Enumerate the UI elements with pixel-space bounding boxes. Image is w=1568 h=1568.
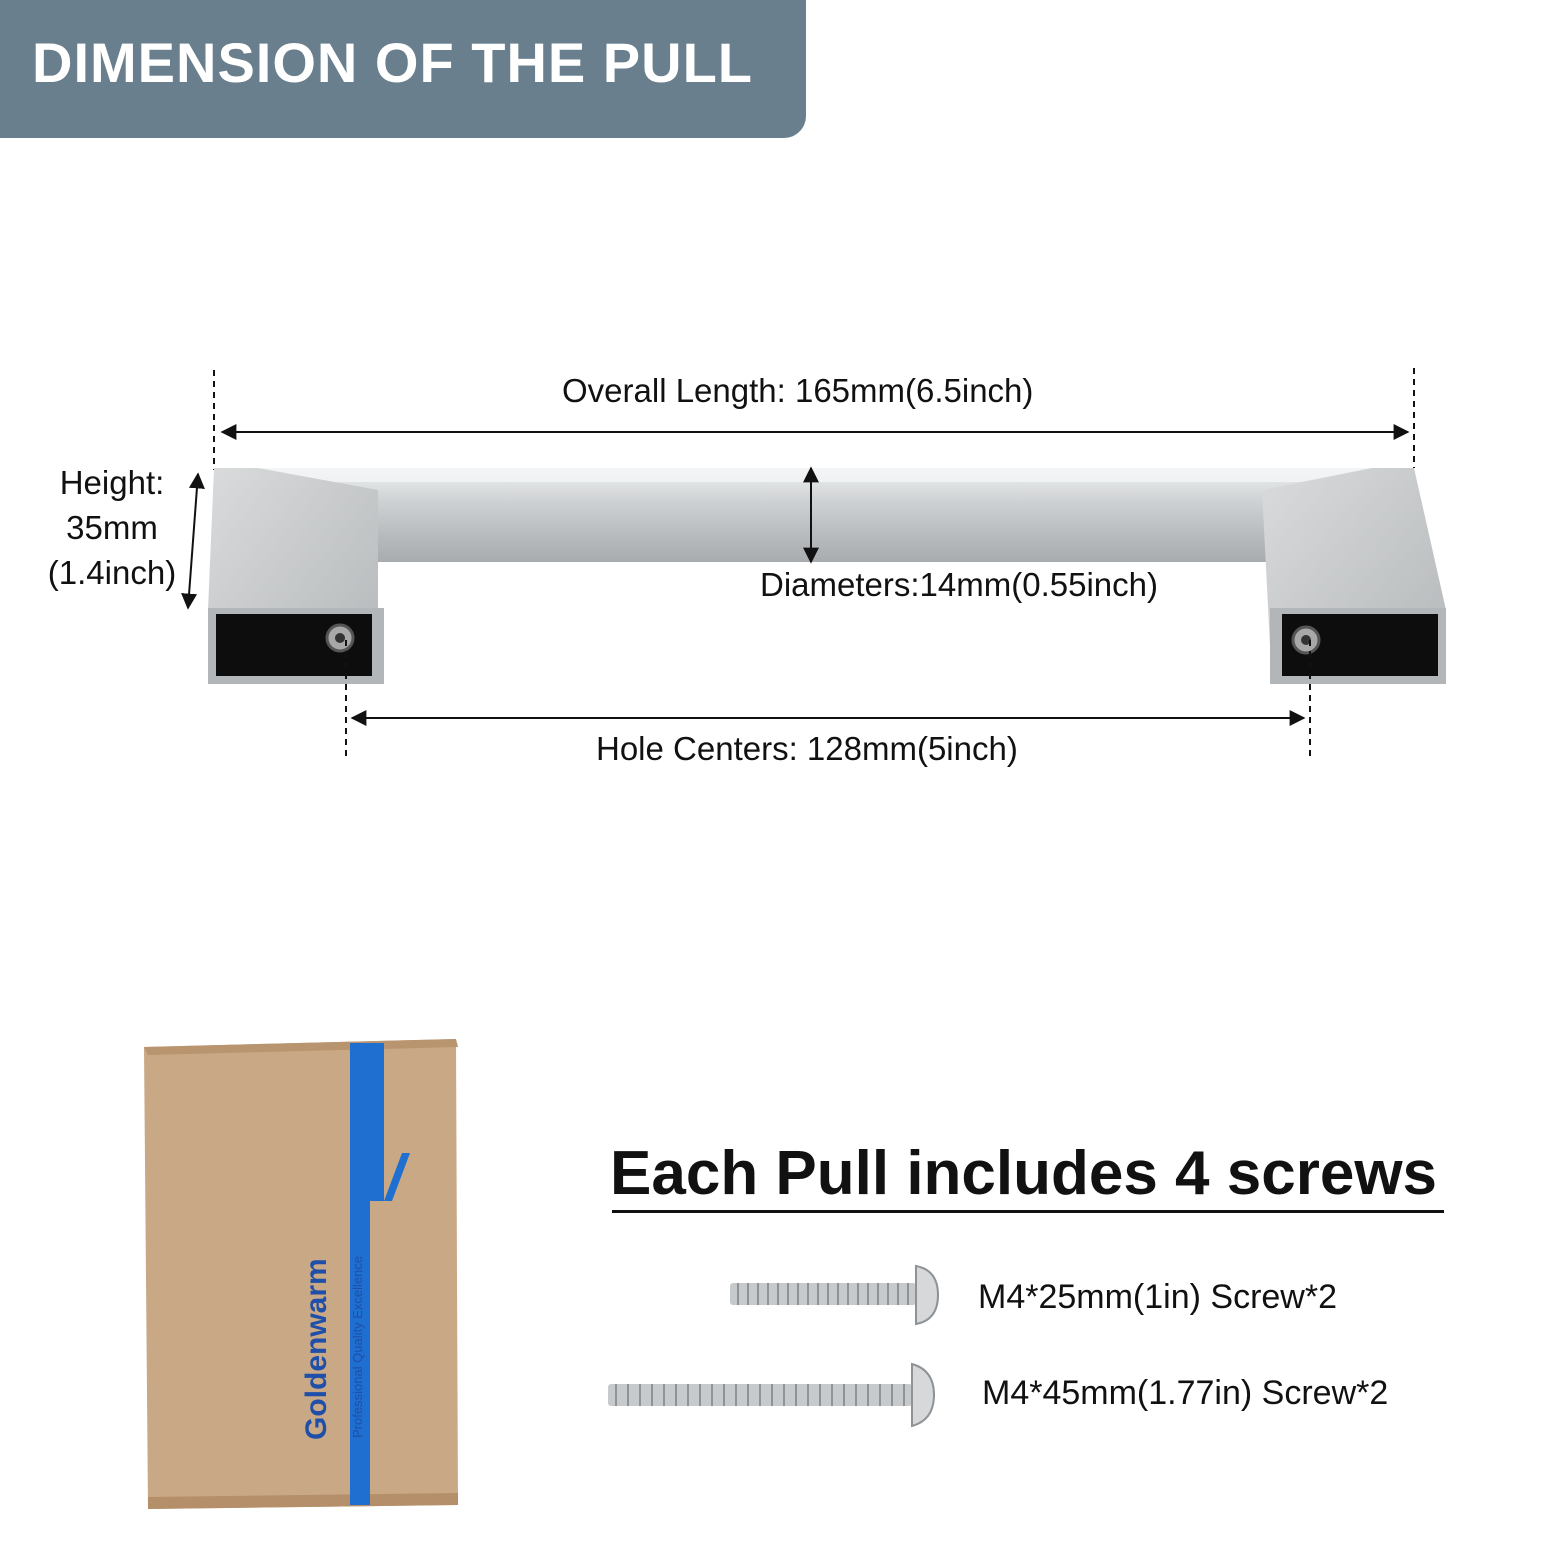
brand-stripe [350, 1043, 384, 1505]
pull-diagram [181, 368, 1446, 758]
header-banner: DIMENSION OF THE PULL [0, 0, 806, 138]
screw-25mm-image [730, 1264, 940, 1326]
package-box: Goldenwarm Professional Quality Excellen… [144, 1039, 458, 1509]
diameter-label: Diameters:14mm(0.55inch) [760, 566, 1158, 603]
height-label: Height: 35mm (1.4inch) [40, 460, 184, 595]
height-label-line2: 35mm [66, 509, 158, 546]
screw-45mm-image [608, 1362, 936, 1428]
height-label-line3: (1.4inch) [47, 554, 177, 591]
screws-title-underline [612, 1210, 1444, 1213]
page-title: DIMENSION OF THE PULL [32, 31, 753, 94]
height-label-line1: Height: [59, 464, 165, 501]
pull-leg-right [1262, 468, 1446, 684]
hole-centers-label: Hole Centers: 128mm(5inch) [596, 730, 1018, 767]
screw-45mm-label: M4*45mm(1.77in) Screw*2 [982, 1374, 1389, 1412]
brand-logo: Goldenwarm [300, 1258, 333, 1440]
pull-bar [240, 468, 1390, 562]
height-arrow [181, 472, 205, 610]
screws-title: Each Pull includes 4 screws [610, 1139, 1438, 1208]
screw-25mm-label: M4*25mm(1in) Screw*2 [978, 1278, 1337, 1316]
pull-leg-left [208, 468, 384, 684]
brand-tagline: Professional Quality Excellence [350, 1256, 365, 1438]
overall-length-label: Overall Length: 165mm(6.5inch) [562, 372, 1034, 409]
